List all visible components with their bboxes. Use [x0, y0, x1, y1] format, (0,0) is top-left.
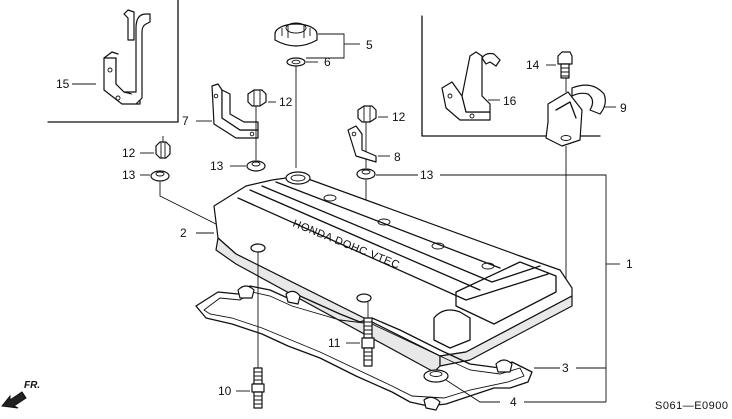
plug-seal-part-4 — [423, 369, 449, 383]
callout-12-c: 12 — [122, 146, 136, 160]
callout-15: 15 — [56, 77, 70, 91]
oil-filler-cap-part-5 — [274, 22, 318, 47]
bracket-part-7 — [211, 83, 259, 139]
diagram-code: S061—E0900 — [655, 400, 729, 412]
bracket-part-15 — [103, 9, 151, 105]
inset-frame-left — [47, 0, 179, 123]
cap-gasket-part-6 — [286, 57, 306, 67]
callout-6: 6 — [324, 55, 331, 69]
leader-4 — [445, 379, 500, 403]
callout-11: 11 — [328, 336, 341, 350]
callout-3: 3 — [562, 361, 569, 375]
bolt-part-14 — [557, 51, 573, 79]
callout-14: 14 — [526, 58, 540, 72]
grommet-part-13-c — [356, 168, 376, 180]
leader-1-bracket — [440, 174, 607, 370]
head-cover-gasket-part-3 — [195, 285, 533, 411]
cylinder-head-cover-part-2 — [213, 171, 573, 373]
front-direction-arrow-icon — [1, 391, 27, 409]
stud-bolt-part-11 — [361, 317, 375, 367]
callout-10: 10 — [218, 384, 232, 398]
callout-13-a: 13 — [122, 168, 136, 182]
callout-16: 16 — [503, 94, 517, 108]
leader-5-6-bracket — [306, 33, 345, 59]
callout-9: 9 — [620, 101, 627, 115]
stud-bolt-part-10 — [251, 367, 265, 409]
callout-1: 1 — [626, 257, 633, 271]
callout-13-b: 13 — [210, 159, 224, 173]
grommet-part-13-a — [150, 170, 170, 182]
callout-4: 4 — [510, 395, 517, 409]
nut-part-12-b — [357, 105, 377, 123]
front-direction-label: FR. — [24, 380, 40, 391]
callout-2: 2 — [180, 226, 187, 240]
clamp-part-9 — [545, 84, 606, 147]
bracket-part-16 — [441, 51, 501, 121]
callout-12-a: 12 — [279, 95, 293, 109]
callout-7: 7 — [182, 114, 189, 128]
nut-part-12-a — [247, 89, 267, 107]
callout-13-c: 13 — [420, 168, 434, 182]
nut-part-12-c — [155, 136, 171, 159]
bracket-part-8 — [347, 125, 377, 163]
callout-12-b: 12 — [392, 110, 406, 124]
grommet-part-13-b — [246, 160, 266, 172]
callout-8: 8 — [394, 150, 401, 164]
inset-frame-right — [421, 15, 601, 137]
callout-5: 5 — [366, 38, 373, 52]
